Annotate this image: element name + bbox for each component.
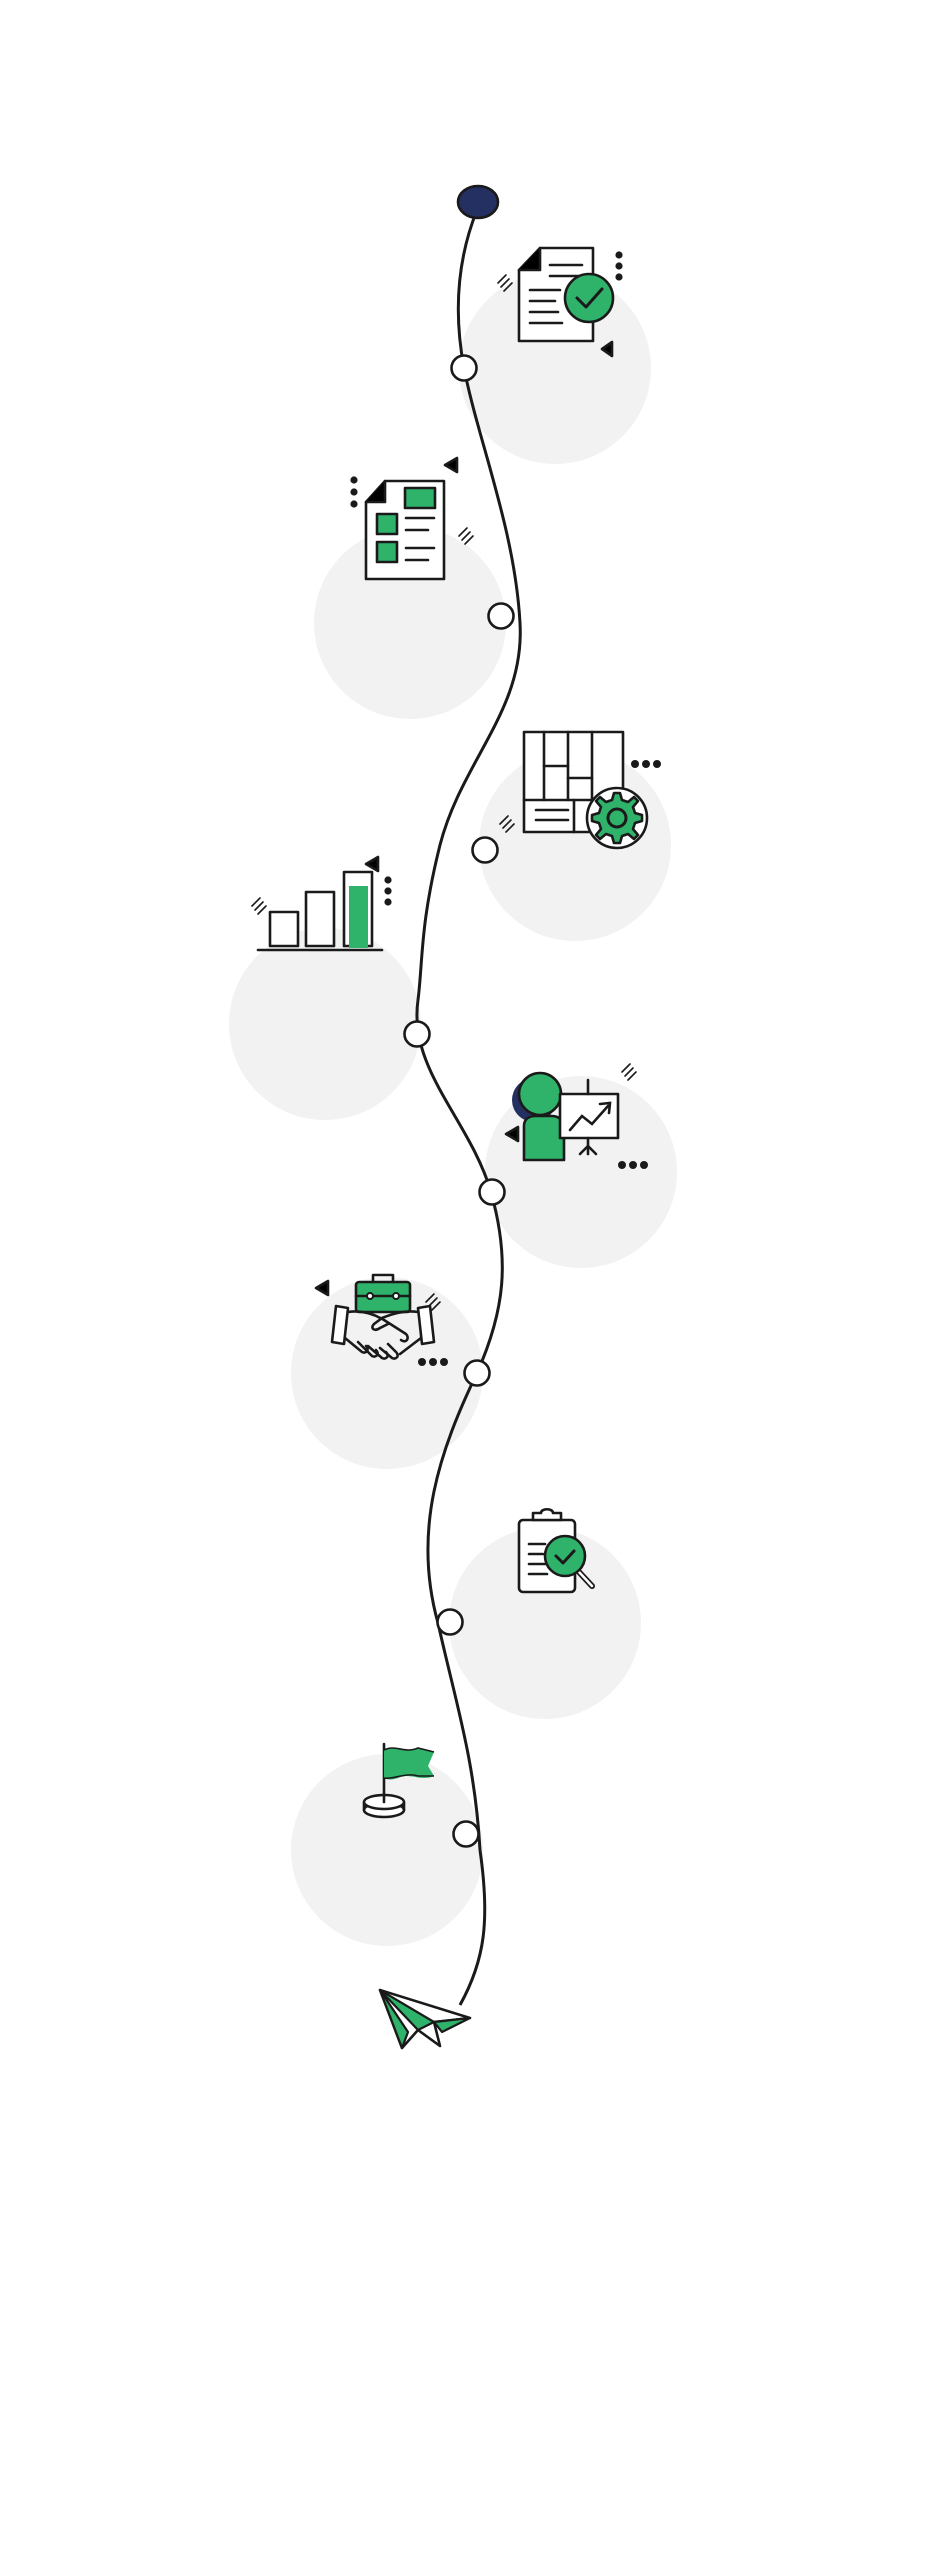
bar-chart-growth-icon bbox=[251, 855, 392, 952]
paper-plane-icon bbox=[378, 1988, 472, 2050]
bubble-step-4 bbox=[229, 928, 421, 1120]
bubbles bbox=[229, 272, 677, 1946]
node-step-6 bbox=[463, 1359, 491, 1387]
presenter-chart-icon bbox=[504, 1063, 648, 1169]
node-step-4 bbox=[403, 1020, 431, 1048]
handshake-briefcase-icon bbox=[314, 1273, 448, 1366]
node-step-5 bbox=[478, 1178, 506, 1206]
bubble-step-8 bbox=[291, 1754, 483, 1946]
kanban-settings-icon bbox=[499, 730, 661, 850]
bubble-step-2 bbox=[314, 527, 506, 719]
node-step-3 bbox=[471, 836, 499, 864]
path-nodes bbox=[403, 184, 515, 1848]
bubble-step-1 bbox=[459, 272, 651, 464]
roadmap-path bbox=[415, 209, 522, 2006]
start-dot-icon bbox=[456, 184, 500, 220]
bubble-step-7 bbox=[449, 1527, 641, 1719]
goal-flag-icon bbox=[362, 1742, 435, 1819]
node-step-1 bbox=[450, 354, 478, 382]
node-step-8 bbox=[452, 1820, 480, 1848]
node-step-7 bbox=[436, 1608, 464, 1636]
node-step-2 bbox=[487, 602, 515, 630]
form-checklist-icon bbox=[350, 456, 474, 581]
clipboard-check-icon bbox=[517, 1507, 595, 1594]
approved-document-icon bbox=[497, 246, 623, 358]
